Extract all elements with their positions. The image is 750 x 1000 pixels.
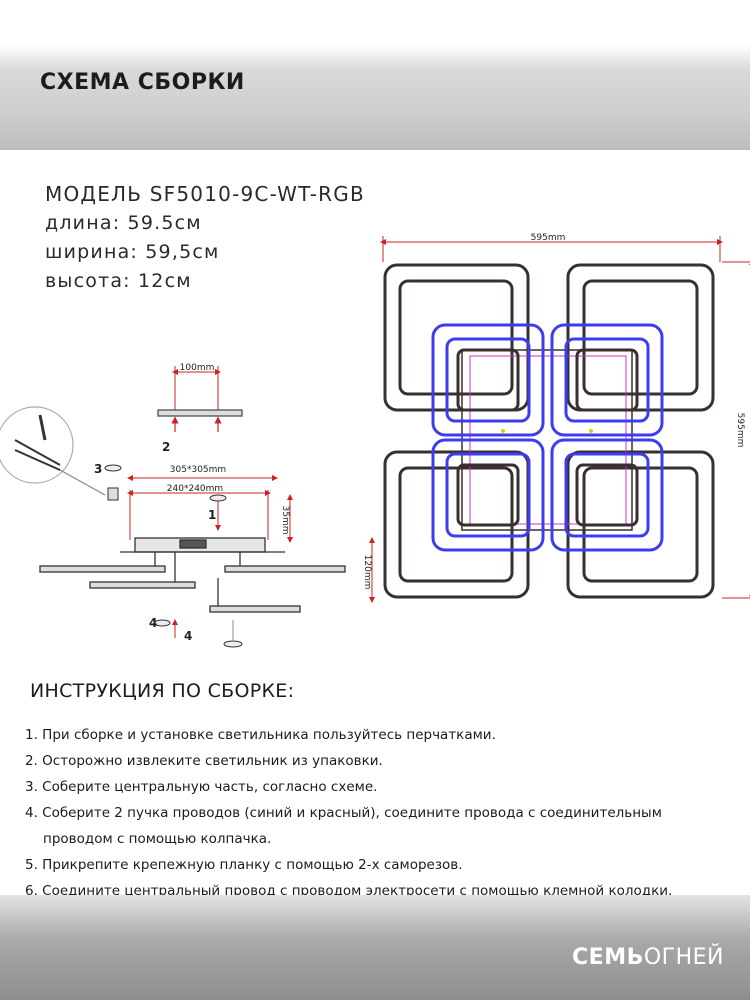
top-view-diagram: 595mm 595mm	[380, 233, 750, 601]
dim-plate-large-label: 305*305mm	[170, 465, 226, 475]
dim-plate-small-label: 240*240mm	[167, 484, 223, 494]
step-label-4a: 4	[149, 616, 157, 630]
step-labels: 1 2 3 4 4	[94, 440, 216, 643]
spec-width: ширина: 59,5см	[45, 241, 220, 263]
page-title: СХЕМА СБОРКИ	[40, 70, 245, 95]
instruction-step-4-continued: проводом с помощью колпачка.	[25, 826, 740, 852]
dim-bracket-label: 100mm	[180, 363, 215, 373]
instructions-list: 1. При сборке и установке светильника по…	[25, 722, 740, 904]
dimension-120: 120mm	[362, 537, 375, 603]
step-label-1: 1	[208, 508, 216, 522]
brand-strong-text: СЕМЬ	[572, 945, 644, 970]
dimension-top: 595mm	[380, 233, 723, 262]
step-label-4b: 4	[184, 629, 192, 643]
spec-height: высота: 12см	[45, 270, 192, 292]
brand-light-text: ОГНЕЙ	[643, 945, 724, 970]
dimension-35: 35mm	[280, 494, 293, 543]
step-label-3: 3	[94, 462, 102, 476]
mounting-bracket: 100mm	[157, 363, 243, 432]
spec-block: МОДЕЛЬ SF5010-9C-WT-RGB длина: 59.5см ши…	[45, 180, 365, 296]
wire-detail-icon	[0, 406, 106, 496]
instruction-step-3: 3. Соберите центральную часть, согласно …	[25, 779, 378, 795]
dim-120-label: 120mm	[362, 555, 372, 590]
fixture-side-body	[39, 537, 346, 613]
instruction-step-4-cont-text: проводом с помощью колпачка.	[43, 831, 272, 847]
side-view-diagram: 100mm 305*305mm 240*240mm 35mm	[0, 363, 375, 648]
dim-right-label: 595mm	[735, 413, 745, 448]
screw-icons	[104, 464, 243, 648]
header-band	[0, 0, 750, 150]
rgb-frames	[431, 323, 664, 552]
dimension-right: 595mm	[722, 259, 750, 601]
dim-35-label: 35mm	[280, 506, 290, 535]
instruction-step-5: 5. Прикрепите крепежную планку с помощью…	[25, 857, 463, 873]
instructions-title: ИНСТРУКЦИЯ ПО СБОРКЕ:	[30, 680, 295, 702]
dim-top-label: 595mm	[531, 233, 566, 243]
model-name: МОДЕЛЬ SF5010-9C-WT-RGB	[45, 182, 365, 206]
step-label-2: 2	[162, 440, 170, 454]
spec-length: длина: 59.5см	[45, 212, 202, 234]
plate-dimensions: 305*305mm 240*240mm	[127, 465, 278, 540]
assembly-drawing: 595mm 595mm	[0, 233, 750, 648]
footer-band	[0, 895, 750, 1000]
brand-logo: СЕМЬОГНЕЙ	[572, 945, 724, 970]
instruction-step-4: 4. Соберите 2 пучка проводов (синий и кр…	[25, 805, 662, 821]
instruction-step-1: 1. При сборке и установке светильника по…	[25, 727, 496, 743]
instruction-step-2: 2. Осторожно извлеките светильник из упа…	[25, 753, 383, 769]
